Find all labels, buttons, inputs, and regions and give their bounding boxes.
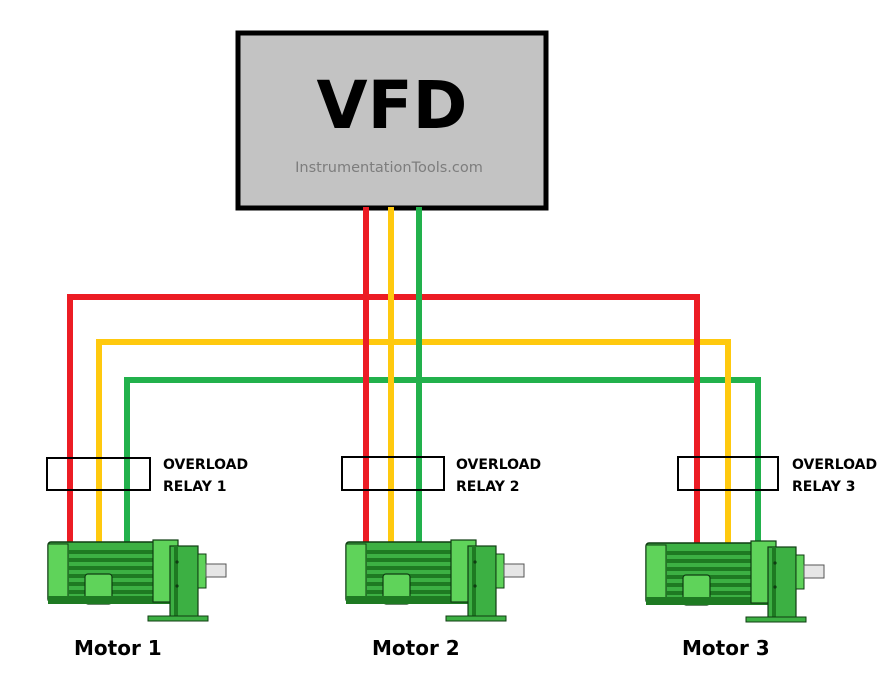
overload-relay-1: OVERLOAD RELAY 1 (46, 457, 248, 495)
vfd-box (235, 30, 549, 211)
relay-label-line1: OVERLOAD (163, 457, 248, 473)
motor-label: Motor 1 (74, 636, 162, 660)
motor-icon (47, 539, 227, 622)
wiring (67, 207, 761, 545)
motor-3: Motor 3 (645, 540, 825, 660)
overload-relay-box (341, 456, 445, 491)
vfd-watermark: InstrumentationTools.com (295, 160, 483, 176)
relay-label-line1: OVERLOAD (792, 457, 877, 473)
overload-relay-box (46, 457, 151, 491)
vfd-title: VFD (317, 67, 468, 144)
relay-label-line2: RELAY 2 (456, 479, 520, 495)
motor-1: Motor 1 (47, 539, 227, 660)
motor-2: Motor 2 (345, 539, 525, 660)
vfd-unit: VFD InstrumentationTools.com (235, 30, 549, 211)
overload-relay-2: OVERLOAD RELAY 2 (341, 456, 541, 495)
overload-relay-box (677, 456, 779, 491)
motor-label: Motor 2 (372, 636, 460, 660)
motor-label: Motor 3 (682, 636, 770, 660)
relay-label-line1: OVERLOAD (456, 457, 541, 473)
relay-label-line2: RELAY 3 (792, 479, 856, 495)
motor-icon (645, 540, 825, 623)
motor-icon (345, 539, 525, 622)
relay-label-line2: RELAY 1 (163, 479, 227, 495)
overload-relay-3: OVERLOAD RELAY 3 (677, 456, 877, 495)
